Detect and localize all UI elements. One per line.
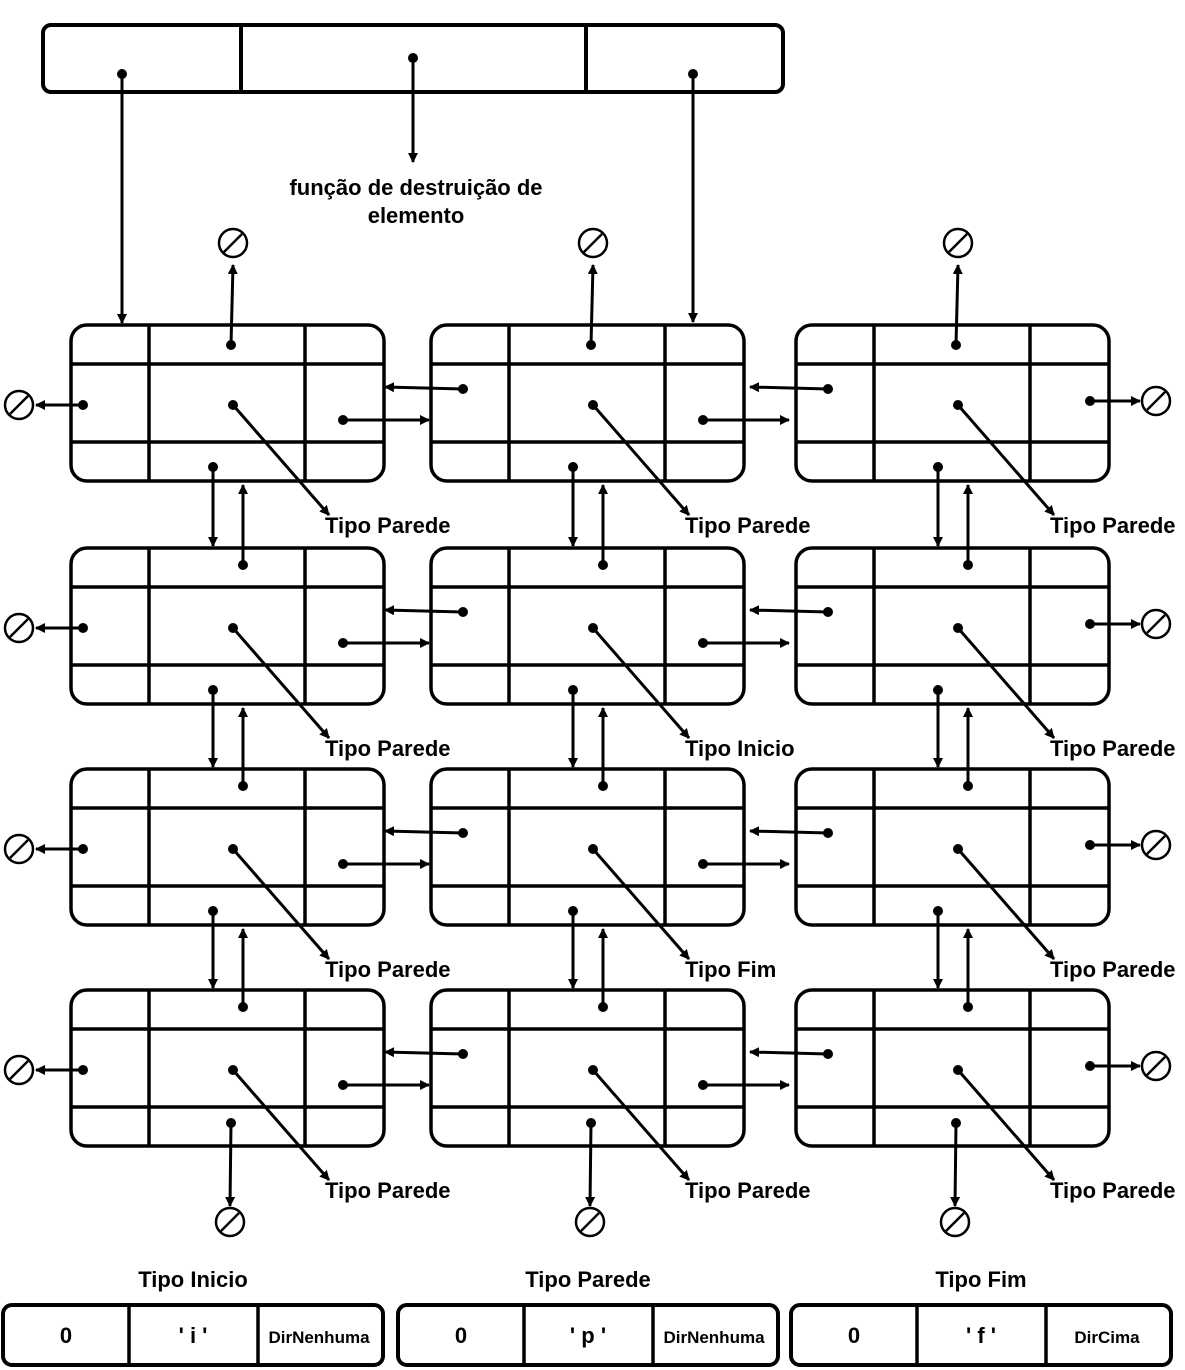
null-icon [942, 227, 974, 259]
null-icon [577, 227, 609, 259]
legend-title: Tipo Parede [525, 1267, 651, 1292]
grid-node [69, 767, 386, 927]
cell-type-label: Tipo Parede [1050, 736, 1176, 761]
null-icon [3, 1054, 35, 1086]
grid-node [429, 546, 746, 706]
grid-node [794, 546, 1111, 706]
legend-struct: Tipo Inicio 0 ' i ' DirNenhuma [1, 1267, 385, 1367]
destroy-function-label-2: elemento [368, 203, 465, 228]
null-icon [214, 1206, 246, 1238]
legend-struct: Tipo Fim 0 ' f ' DirCima [789, 1267, 1173, 1367]
null-icon [1140, 829, 1172, 861]
left-pointer-arrow [384, 1047, 464, 1058]
left-pointer-arrow [749, 605, 829, 616]
element-pointer-arrow [231, 404, 331, 516]
element-pointer-arrow [591, 404, 691, 516]
left-pointer-arrow [749, 1047, 829, 1058]
cell-type-label: Tipo Parede [1050, 513, 1176, 538]
left-pointer-arrow [384, 826, 464, 837]
legend-field-value: DirNenhuma [663, 1328, 765, 1347]
legend-field-value: 0 [848, 1323, 860, 1348]
down-null-arrow [950, 1122, 961, 1207]
legend-field-value: DirCima [1074, 1328, 1140, 1347]
element-pointer-arrow [956, 404, 1056, 516]
grid-node [429, 767, 746, 927]
cell-type-label: Tipo Parede [325, 736, 451, 761]
cell-type-label: Tipo Fim [685, 957, 776, 982]
null-icon [939, 1206, 971, 1238]
null-icon [3, 389, 35, 421]
up-null-arrow [952, 264, 963, 346]
left-pointer-arrow [384, 605, 464, 616]
legend-title: Tipo Inicio [138, 1267, 248, 1292]
cell-type-label: Tipo Inicio [685, 736, 795, 761]
element-pointer-arrow [591, 848, 691, 960]
cell-type-label: Tipo Parede [1050, 957, 1176, 982]
element-pointer-arrow [956, 627, 1056, 739]
legend-title: Tipo Fim [935, 1267, 1026, 1292]
null-icon [3, 612, 35, 644]
left-pointer-arrow [384, 382, 464, 393]
cell-type-label: Tipo Parede [325, 513, 451, 538]
grid-node [794, 988, 1111, 1148]
legend-field-value: ' f ' [966, 1323, 996, 1348]
null-icon [1140, 608, 1172, 640]
grid-node [429, 323, 746, 483]
down-null-arrow [225, 1122, 236, 1207]
list-header-struct [41, 23, 785, 324]
null-icon [1140, 1050, 1172, 1082]
null-icon [217, 227, 249, 259]
grid-node [69, 988, 386, 1148]
left-pointer-arrow [749, 382, 829, 393]
cell-type-label: Tipo Parede [685, 513, 811, 538]
cell-type-label: Tipo Parede [325, 957, 451, 982]
legend-struct: Tipo Parede 0 ' p ' DirNenhuma [396, 1267, 780, 1367]
up-null-arrow [587, 264, 598, 346]
legend-field-value: ' p ' [570, 1323, 606, 1348]
element-pointer-arrow [591, 627, 691, 739]
grid-node [69, 546, 386, 706]
null-icon [1140, 385, 1172, 417]
legend-field-value: ' i ' [179, 1323, 208, 1348]
element-pointer-arrow [231, 627, 331, 739]
element-pointer-arrow [591, 1069, 691, 1181]
cell-type-label: Tipo Parede [685, 1178, 811, 1203]
grid-node [69, 323, 386, 483]
cell-type-label: Tipo Parede [1050, 1178, 1176, 1203]
element-pointer-arrow [956, 1069, 1056, 1181]
legend-field-value: 0 [455, 1323, 467, 1348]
null-icon [574, 1206, 606, 1238]
legend-field-value: DirNenhuma [268, 1328, 370, 1347]
left-pointer-arrow [749, 826, 829, 837]
cell-type-label: Tipo Parede [325, 1178, 451, 1203]
grid-node [794, 767, 1111, 927]
legend-field-value: 0 [60, 1323, 72, 1348]
down-null-arrow [585, 1122, 596, 1207]
type-legend: Tipo Inicio 0 ' i ' DirNenhuma Tipo Parede 0 '… [1, 1267, 1173, 1367]
element-pointer-arrow [956, 848, 1056, 960]
up-null-arrow [227, 264, 238, 346]
destroy-function-label: função de destruição de [289, 175, 542, 200]
element-pointer-arrow [231, 848, 331, 960]
grid-node [794, 323, 1111, 483]
null-icon [3, 833, 35, 865]
grid-node [429, 988, 746, 1148]
element-pointer-arrow [231, 1069, 331, 1181]
